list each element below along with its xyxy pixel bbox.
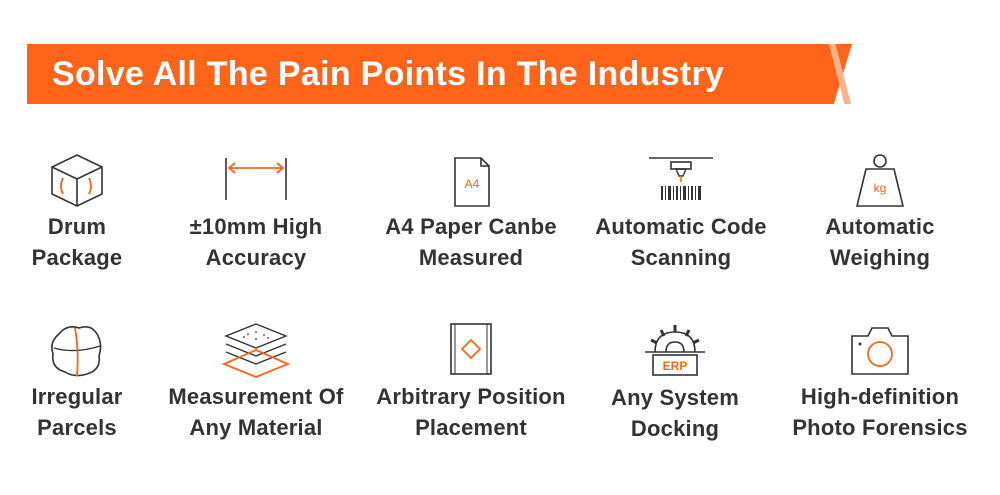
- erp-icon-text: ERP: [663, 359, 688, 373]
- position-placement-icon: [450, 323, 492, 375]
- erp-gear-icon: ERP: [645, 325, 705, 376]
- feature-label-line1: Automatic Code: [595, 214, 767, 239]
- feature-label-line2: Measured: [418, 245, 524, 270]
- feature-label-line1: Arbitrary Position: [376, 384, 566, 409]
- feature-label-line2: Any Material: [189, 415, 323, 440]
- feature-label-line2: Photo Forensics: [792, 415, 968, 440]
- barcode-scanner-icon: [649, 157, 713, 200]
- page-title: Solve All The Pain Points In The Industr…: [52, 55, 725, 93]
- feature-label-line1: A4 Paper Canbe: [385, 214, 557, 239]
- camera-icon: [851, 327, 909, 375]
- feature-label-line2: Weighing: [829, 245, 931, 270]
- feature-label-line1: ±10mm High: [189, 214, 323, 239]
- feature-weighing: kg Automatic Weighing: [780, 152, 980, 273]
- drum-package-icon: [51, 154, 103, 207]
- feature-label-line1: High-definition: [800, 384, 960, 409]
- feature-label-line2: Parcels: [37, 415, 117, 440]
- feature-system-docking: ERP Any System Docking: [575, 322, 775, 444]
- title-banner: [27, 44, 852, 104]
- material-layers-icon: [221, 323, 291, 378]
- a4-icon-text: A4: [465, 177, 480, 191]
- feature-label-line2: Placement: [415, 415, 527, 440]
- accuracy-ruler-icon: [225, 158, 287, 200]
- feature-label-line1: Measurement Of: [168, 384, 344, 409]
- feature-label-line1: Irregular: [31, 384, 123, 409]
- feature-high-accuracy: ±10mm High Accuracy: [156, 152, 356, 273]
- feature-label-line2: Docking: [630, 416, 720, 441]
- feature-any-material: Measurement Of Any Material: [156, 322, 356, 443]
- feature-label-line2: Scanning: [630, 245, 732, 270]
- feature-label-line2: Package: [31, 245, 123, 270]
- feature-label-line1: Any System: [611, 385, 739, 410]
- feature-arbitrary-position: Arbitrary Position Placement: [371, 322, 571, 443]
- feature-label-line1: Automatic: [825, 214, 935, 239]
- weight-kg-icon: kg: [855, 154, 905, 207]
- irregular-parcel-icon: [51, 326, 102, 377]
- a4-paper-icon: A4: [454, 157, 490, 207]
- feature-drum-package: Drum Package: [0, 152, 177, 273]
- feature-photo-forensics: High-definition Photo Forensics: [780, 322, 980, 443]
- feature-a4-paper: A4 A4 Paper Canbe Measured: [371, 152, 571, 273]
- feature-label-line1: Drum: [47, 214, 107, 239]
- kg-icon-text: kg: [874, 181, 887, 195]
- feature-code-scanning: Automatic Code Scanning: [581, 152, 781, 273]
- feature-label-line2: Accuracy: [205, 245, 307, 270]
- feature-irregular-parcels: Irregular Parcels: [0, 322, 177, 443]
